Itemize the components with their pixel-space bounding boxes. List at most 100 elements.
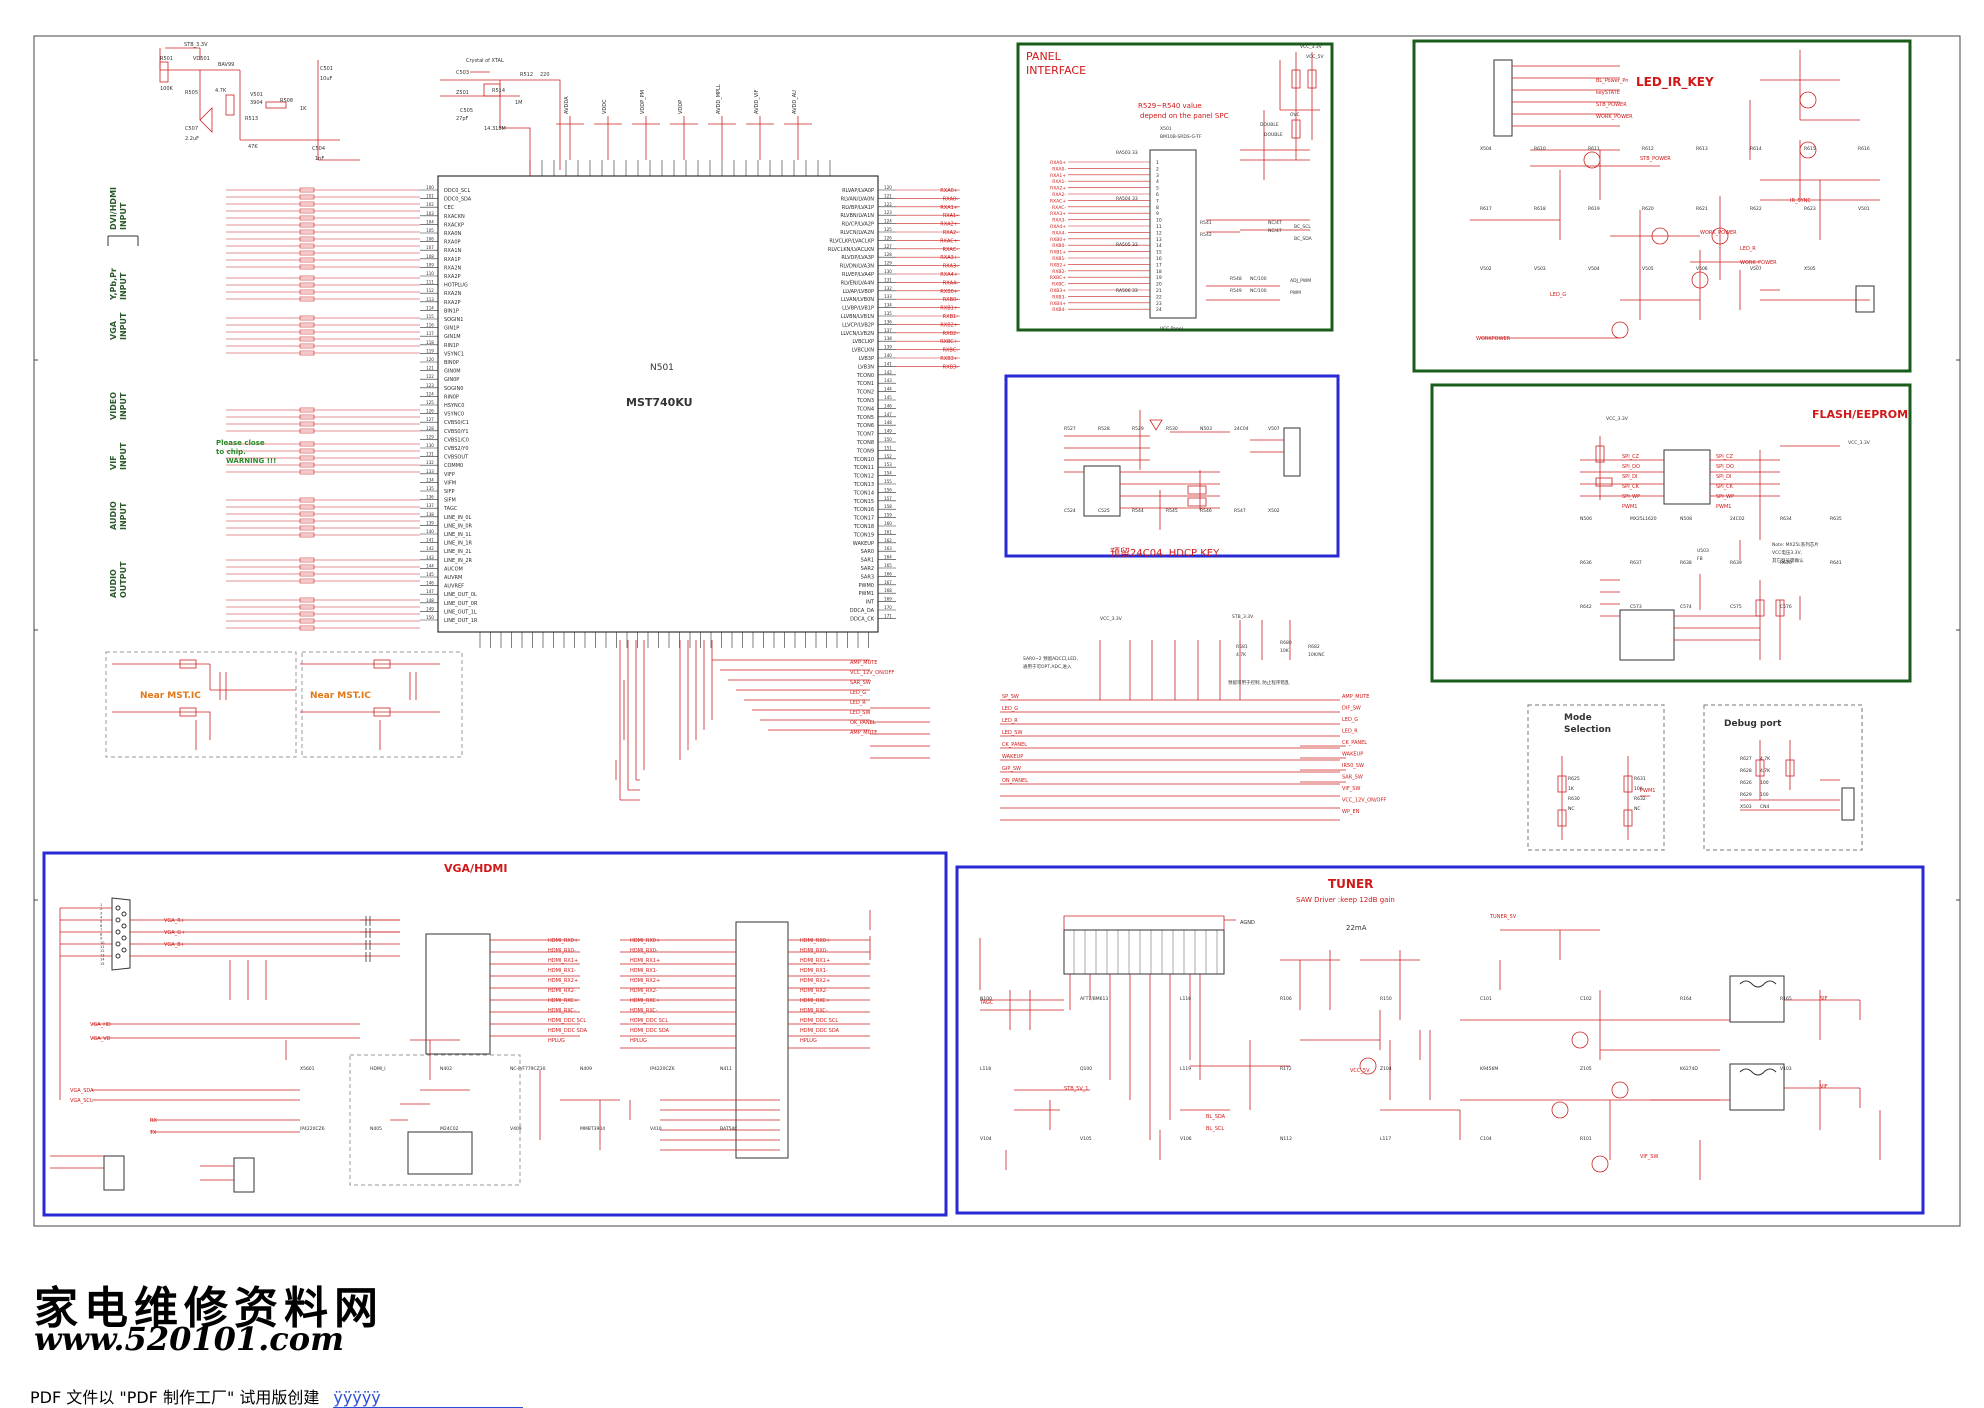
svg-text:R541: R541 xyxy=(1200,220,1212,226)
right-pin-number: 171 xyxy=(884,613,892,618)
left-pin-number: 136 xyxy=(426,495,434,500)
svg-text:BC_SCL: BC_SCL xyxy=(1294,224,1311,230)
panel-pin-net: RXA4+ xyxy=(1050,224,1066,230)
panel-resistor-ref: RA505 33 xyxy=(1116,242,1138,248)
hdmi-esd-frame xyxy=(349,1054,521,1186)
right-pin-number: 132 xyxy=(884,286,892,291)
hdmi-net-label: HDMI_RX0- xyxy=(630,948,658,954)
panel-pin-number: 22 xyxy=(1156,294,1162,300)
hdcp-component-ref: C524 xyxy=(1064,508,1076,514)
led-net-label: LED_R xyxy=(1740,246,1756,252)
svg-text:VCC Panel: VCC Panel xyxy=(1160,326,1183,332)
debug-component-ref: R626 xyxy=(1740,780,1752,786)
vga-pin-number: 13 xyxy=(100,953,104,957)
input-group-label: VGAINPUT xyxy=(109,312,128,340)
right-pin-name: TCON18 xyxy=(853,524,874,530)
right-pin-name: PWM1 xyxy=(859,591,874,597)
vga-hdmi-labels: VGA_R+VGA_G+VGA_B+VGA_HDVGA_VDVGA_SDAVGA… xyxy=(70,903,840,1136)
gpio-net-label: LED_R xyxy=(1002,718,1018,724)
flash-net-label: SPI_CK xyxy=(1716,484,1734,490)
left-pin-number: 140 xyxy=(426,529,434,534)
right-pin-name: TCON16 xyxy=(853,507,874,513)
gpio-net-label: OK_PANEL xyxy=(850,720,876,726)
hdcp-component-ref: V507 xyxy=(1268,426,1280,432)
panel-pin-number: 8 xyxy=(1156,205,1159,211)
lvds-net-label: RXB1- xyxy=(943,314,959,320)
left-pin-number: 130 xyxy=(426,443,434,448)
vga-net-label: RX xyxy=(150,1118,157,1124)
right-pin-number: 133 xyxy=(884,294,892,299)
saw-note: SAW Driver :keep 12dB gain xyxy=(1296,896,1395,904)
flash-net-label: SPI_CZ xyxy=(1622,454,1640,460)
panel-pin-net: RXB3- xyxy=(1052,294,1066,300)
right-pin-number: 144 xyxy=(884,387,892,392)
left-pin-number: 111 xyxy=(426,280,434,285)
hdcp-component-ref: X502 xyxy=(1268,508,1280,514)
near-mst-label-1: Near MST.IC xyxy=(140,691,201,701)
left-pin-name: AUCOM xyxy=(444,566,463,572)
vga-pin-number: 5 xyxy=(100,920,102,924)
right-pin-number: 142 xyxy=(884,370,892,375)
right-pin-name: LVBCLKN xyxy=(852,348,875,354)
svg-text:R549: R549 xyxy=(1230,288,1242,294)
panel-pin-net: RXA0- xyxy=(1052,166,1066,172)
left-pin-number: 150 xyxy=(426,615,434,620)
svg-text:VCC_3.3V: VCC_3.3V xyxy=(1848,440,1871,446)
hdmi-component-ref: MMBT3904 xyxy=(580,1126,605,1132)
left-pin-name: LINE_OUT_0L xyxy=(444,592,477,598)
hdmi-net-label: HDMI_RX2+ xyxy=(548,978,578,984)
led-net-label: keySTATE xyxy=(1596,90,1620,96)
flash-component-ref: R642 xyxy=(1580,604,1592,610)
svg-text:BC_SDA: BC_SDA xyxy=(1294,236,1313,242)
left-pin-name: VSYNC1 xyxy=(444,351,464,357)
esd-n411 xyxy=(233,1157,255,1193)
tuner-component-ref: L119 xyxy=(1180,1066,1191,1072)
vga-pin-number: 3 xyxy=(100,911,102,915)
panel-pin-number: 10 xyxy=(1156,218,1162,224)
led-component-ref: R623 xyxy=(1804,206,1816,212)
left-pin-number: 107 xyxy=(426,245,434,250)
svg-text:R505: R505 xyxy=(185,90,198,96)
tuner-net-label: BL_SDA xyxy=(1206,1114,1226,1120)
right-pin-number: 143 xyxy=(884,378,892,383)
svg-text:BM10B-SRDS-G-TF: BM10B-SRDS-G-TF xyxy=(1160,134,1202,140)
panel-pin-net: RXBC- xyxy=(1052,282,1066,288)
left-pin-name: RXACKP xyxy=(444,222,464,228)
right-pin-name: TCON12 xyxy=(853,474,874,480)
tuner-component-ref: N112 xyxy=(1280,1136,1292,1142)
hdmi-net-label: HDMI_RXC- xyxy=(800,1008,828,1014)
panel-pin-net: RXB2- xyxy=(1052,269,1066,275)
gpio-net-label: WAKEUP xyxy=(1342,752,1363,758)
near-mst-label-2: Near MST.IC xyxy=(310,691,371,701)
led-connector-x504 xyxy=(1493,59,1513,137)
led-net-label: STB_POWER xyxy=(1596,102,1627,108)
hdmi-net-label: HDMI_RX1+ xyxy=(800,958,830,964)
svg-text:SAR0~2 预留ADC口,LED,: SAR0~2 预留ADC口,LED, xyxy=(1023,655,1078,662)
lvds-net-label: RXB2- xyxy=(943,331,959,337)
panel-pin-number: 18 xyxy=(1156,269,1162,275)
hdmi-component-ref: BAT54C xyxy=(720,1126,737,1132)
panel-pin-number: 16 xyxy=(1156,256,1162,262)
panel-pin-net: RXB4- xyxy=(1052,307,1066,313)
hdmi-net-label: HDMI_DDC SDA xyxy=(630,1028,670,1034)
right-pin-name: RLVEN/LVA4N xyxy=(841,280,875,286)
svg-text:BAV99: BAV99 xyxy=(218,62,234,68)
led-net-label: IR_SYNC xyxy=(1790,198,1811,204)
led-component-ref: V506 xyxy=(1696,266,1708,272)
left-pin-number: 134 xyxy=(426,477,434,482)
right-pin-number: 157 xyxy=(884,496,892,501)
right-pin-number: 141 xyxy=(884,361,892,366)
panel-pin-net: RXA3- xyxy=(1052,218,1066,224)
left-pin-name: COMM0 xyxy=(444,463,463,469)
hdcp-component-ref: R545 xyxy=(1166,508,1178,514)
right-pin-number: 158 xyxy=(884,504,892,509)
hdmi-net-label: HPLUG xyxy=(800,1038,817,1044)
led-component-ref: V507 xyxy=(1750,266,1762,272)
hdmi-net-label: HDMI_RX2+ xyxy=(630,978,660,984)
tuner-component-ref: Q100 xyxy=(1080,1066,1092,1072)
left-pin-number: 147 xyxy=(426,589,434,594)
left-pin-name: RXA0N xyxy=(444,231,462,237)
svg-text:100K: 100K xyxy=(160,86,174,92)
panel-pin-net: RXB1+ xyxy=(1050,250,1066,256)
